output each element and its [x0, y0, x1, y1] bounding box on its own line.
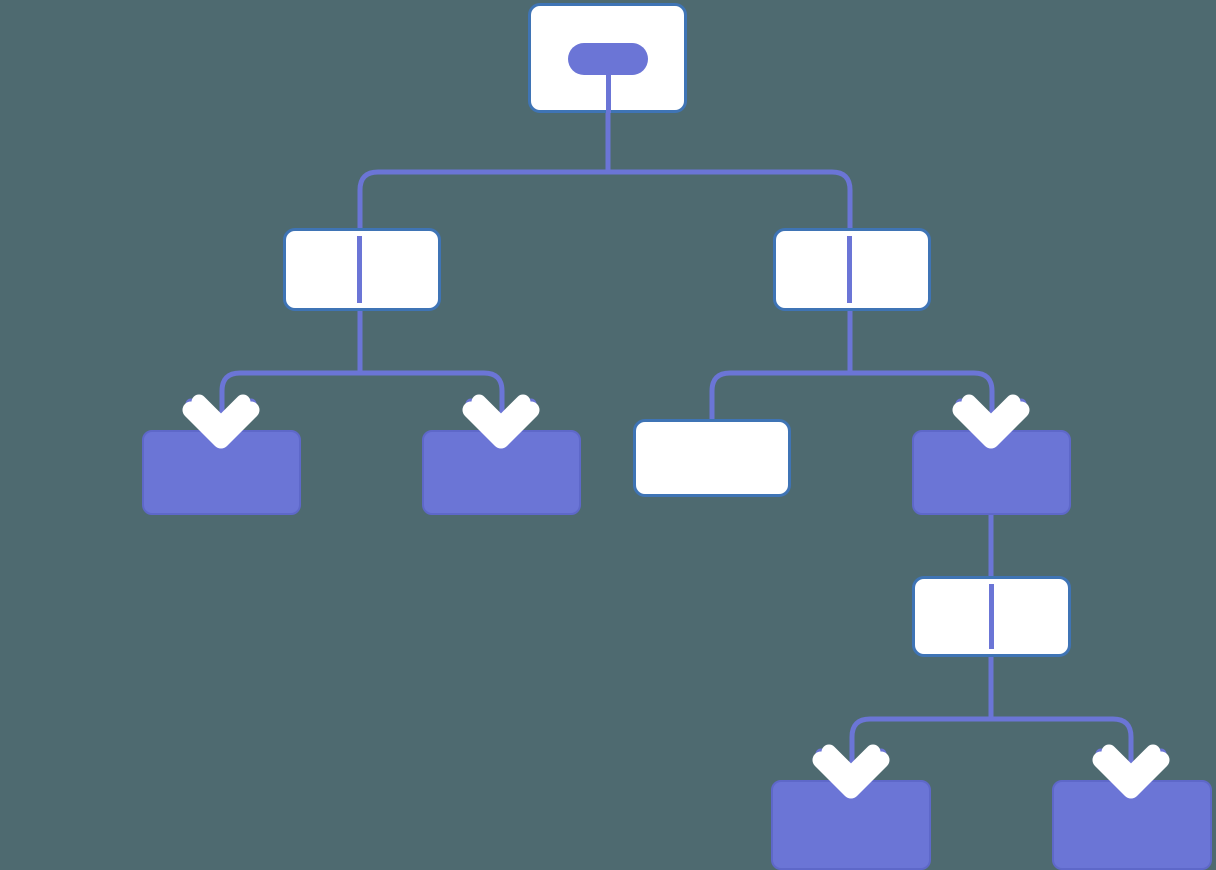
node-leaf-left-a[interactable]	[142, 430, 301, 515]
root-stem-line	[606, 75, 611, 113]
node-level1-right[interactable]	[773, 228, 931, 311]
level1-left-through-line	[357, 236, 362, 303]
node-leaf-left-b[interactable]	[422, 430, 581, 515]
node-leaf-right-a[interactable]	[633, 419, 791, 497]
level3-right-through-line	[989, 584, 994, 649]
node-leaf-bottom-b[interactable]	[1052, 780, 1212, 870]
root-placeholder-pill	[568, 43, 648, 75]
node-leaf-bottom-a[interactable]	[771, 780, 931, 870]
level1-right-through-line	[847, 236, 852, 303]
node-branch-right-b[interactable]	[912, 430, 1071, 515]
node-level1-left[interactable]	[283, 228, 441, 311]
